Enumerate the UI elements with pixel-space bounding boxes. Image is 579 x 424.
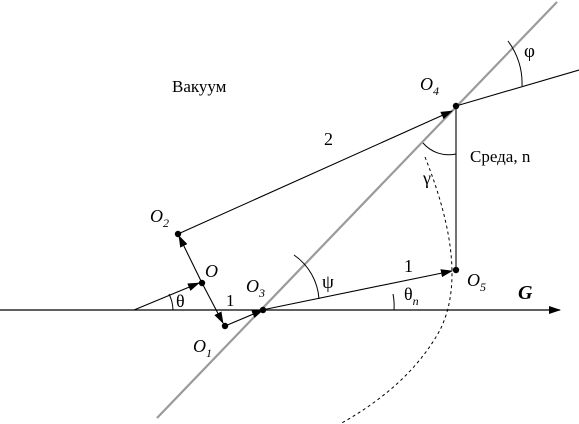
point-o2 bbox=[174, 230, 182, 238]
psi-label: ψ bbox=[322, 272, 334, 293]
vector-g-label: G bbox=[518, 282, 533, 304]
theta-n-arc bbox=[392, 293, 395, 311]
label-o3: O3 bbox=[246, 276, 265, 300]
point-o3 bbox=[259, 306, 267, 314]
ray-1-long bbox=[261, 269, 453, 311]
theta-direction-line bbox=[133, 282, 200, 311]
point-o bbox=[198, 279, 206, 287]
phi-arc bbox=[507, 40, 523, 87]
interface-line bbox=[156, 1, 558, 419]
point-o5 bbox=[452, 266, 460, 274]
gamma-arc bbox=[422, 142, 457, 156]
theta-arc bbox=[168, 293, 174, 311]
ray-1-short bbox=[224, 309, 264, 327]
theta-n-label: θn bbox=[404, 284, 419, 308]
theta-label: θ bbox=[176, 291, 185, 311]
label-o4: O4 bbox=[420, 74, 439, 98]
label-o1: O1 bbox=[193, 336, 212, 360]
gamma-label: γ bbox=[422, 168, 431, 188]
o4-extension-line bbox=[455, 69, 579, 107]
ray-1-long-label: 1 bbox=[404, 256, 413, 276]
point-o1 bbox=[221, 322, 229, 330]
label-o: O bbox=[205, 261, 218, 281]
medium-label: Среда, n bbox=[470, 147, 531, 166]
o-to-o1-line bbox=[201, 282, 224, 324]
phi-label: φ bbox=[524, 41, 535, 62]
point-o4 bbox=[452, 102, 460, 110]
ray-2-label: 2 bbox=[324, 129, 333, 149]
o-to-o2-line bbox=[178, 235, 203, 284]
ray-2 bbox=[177, 110, 453, 235]
label-o2: O2 bbox=[150, 206, 169, 230]
psi-arc bbox=[293, 254, 320, 300]
ray-1-short-label: 1 bbox=[226, 291, 235, 310]
vacuum-label: Вакуум bbox=[172, 77, 227, 96]
label-o5: O5 bbox=[467, 270, 486, 294]
